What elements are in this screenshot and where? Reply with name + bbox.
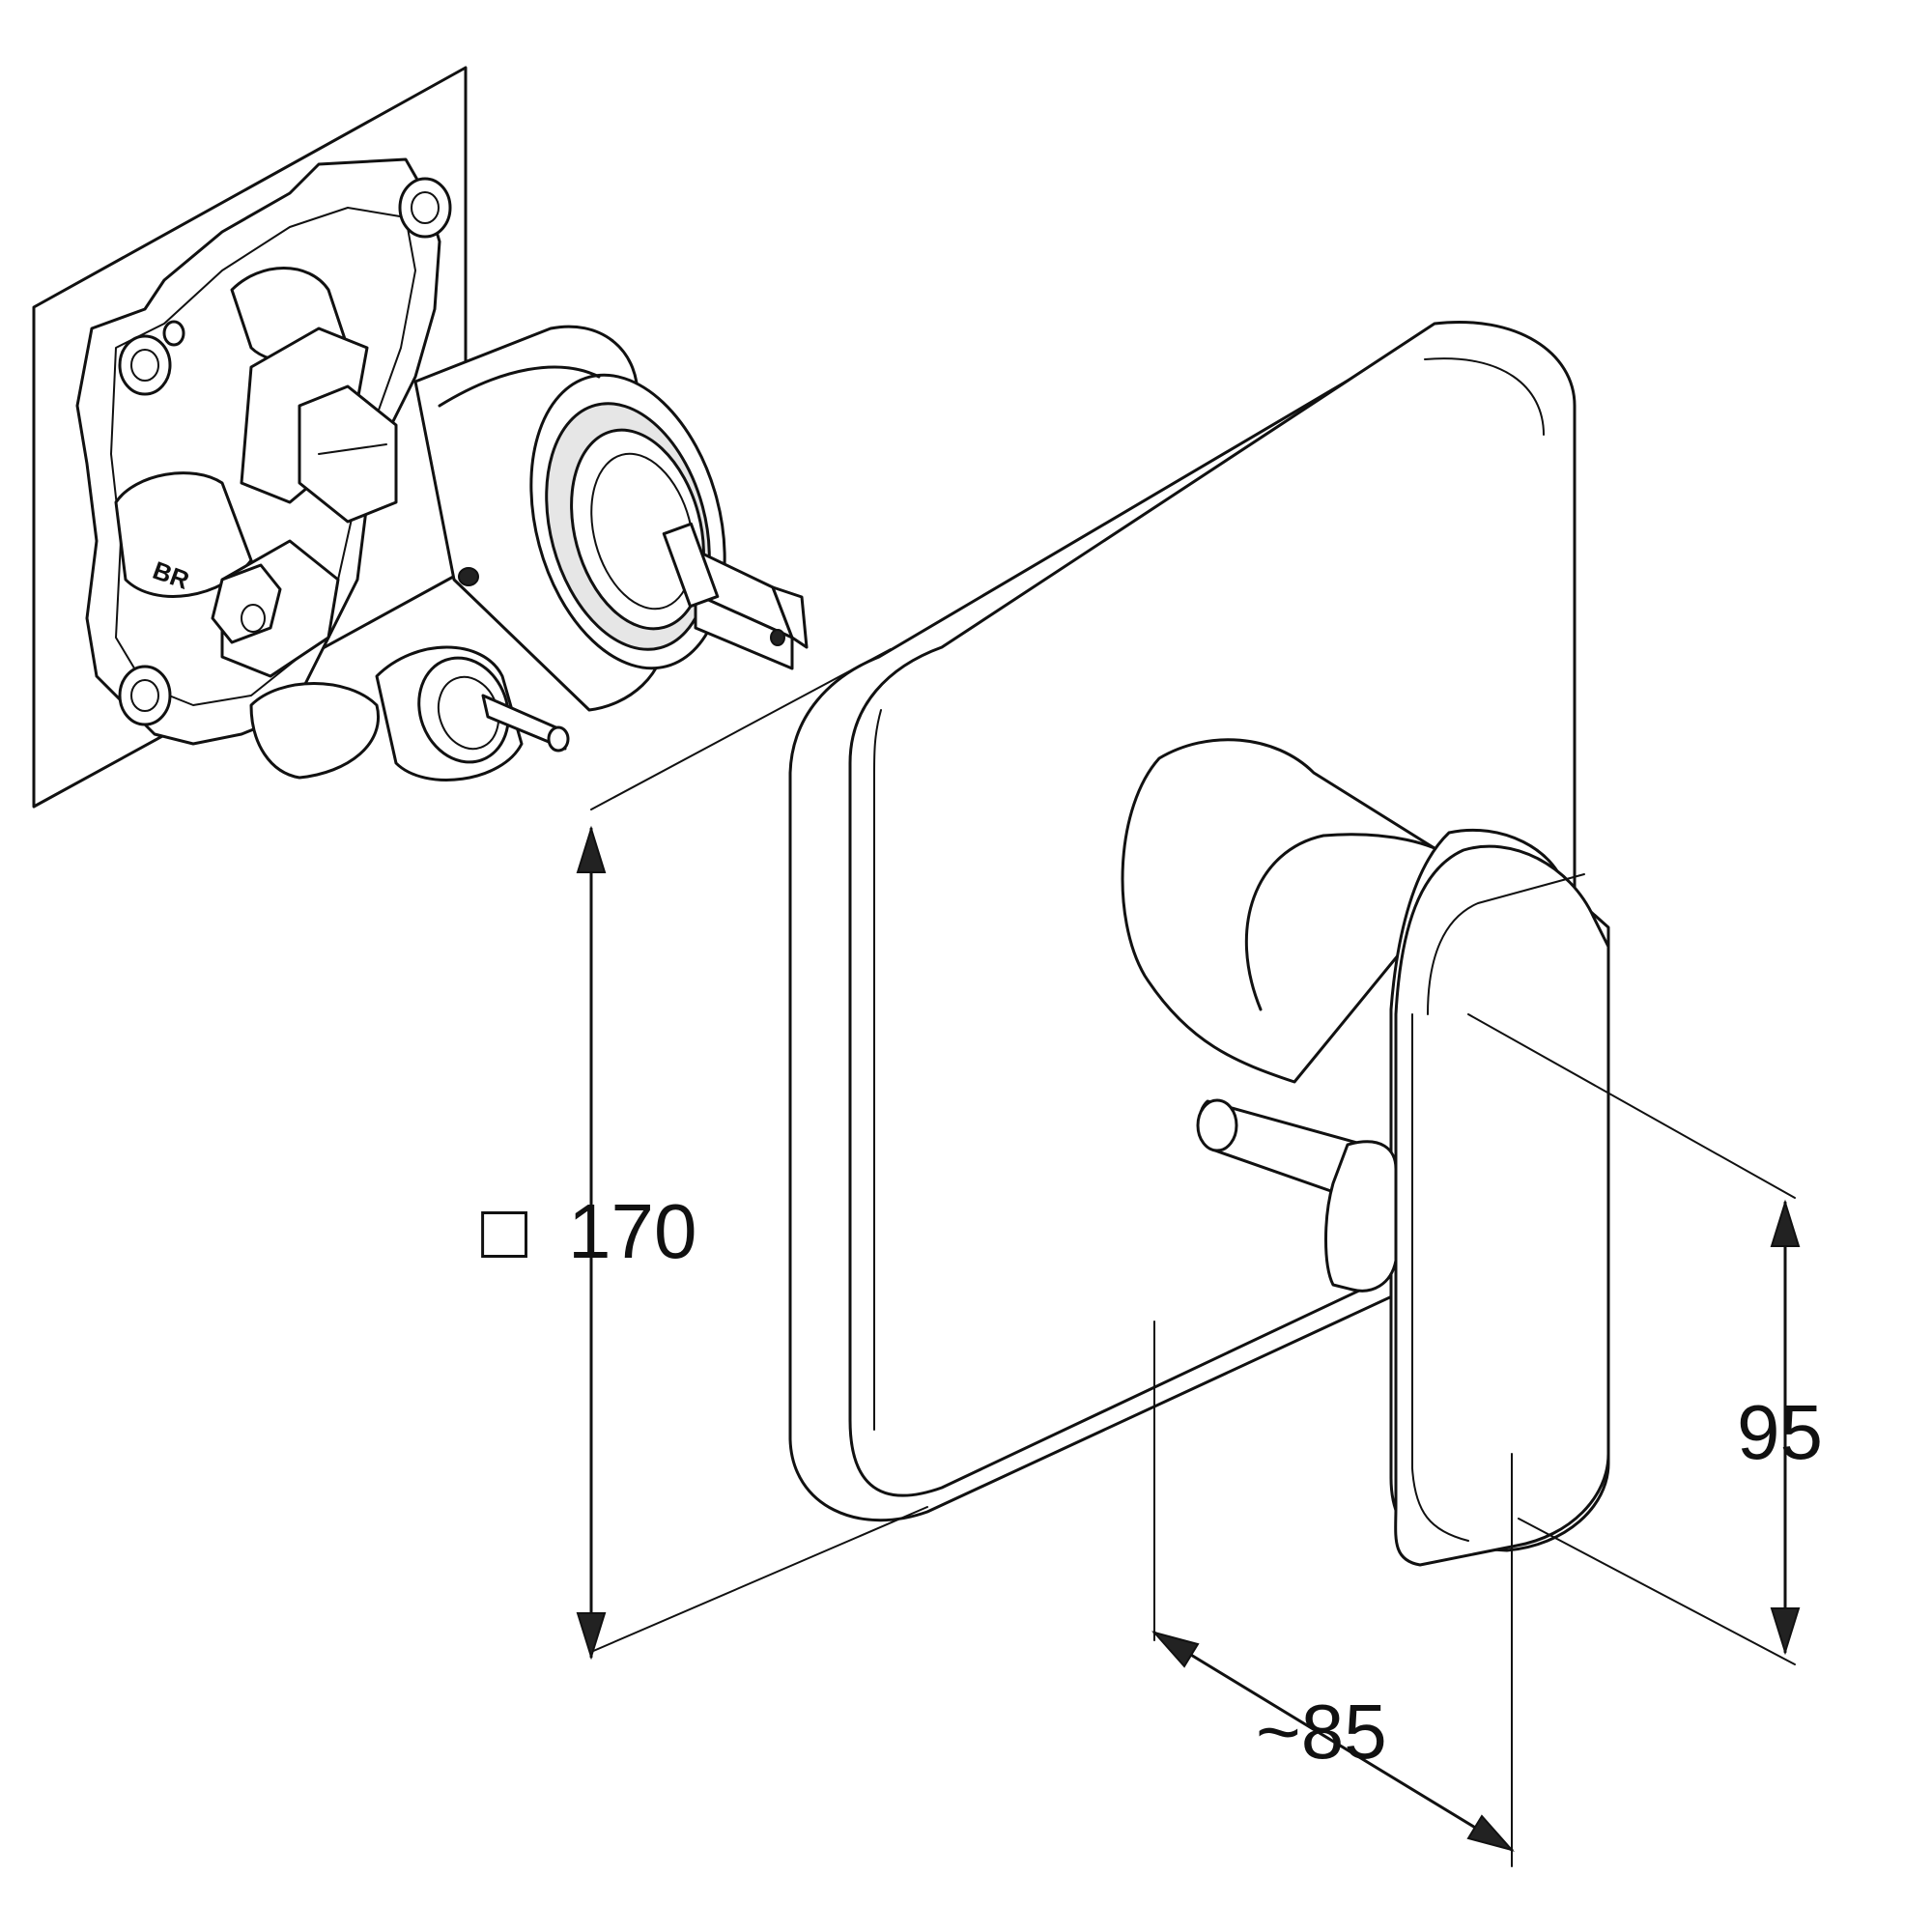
mounting-screw-top-left [118,334,172,396]
handle-projection-label: ~85 [1256,1689,1387,1775]
diverter-stem [375,645,570,781]
diverter-knob [1196,1098,1398,1293]
panel-size-label: □ 170 [481,1188,696,1274]
panel-size-symbol: □ [481,1188,527,1274]
handle-height-label: 95 [1737,1389,1823,1475]
lever-handle [1121,738,1610,1567]
panel-size-value: 170 [568,1188,696,1274]
dimension-lines [576,648,1801,1867]
mounting-screw-top-right [398,177,452,239]
square-spindle [662,522,809,670]
main-cartridge-cylinder [413,325,726,712]
concealed-valve-body: BR [32,66,809,809]
mounting-screw-small [162,320,185,347]
mounting-screw-bottom-left [118,665,172,726]
handle-hub [1121,738,1470,1084]
